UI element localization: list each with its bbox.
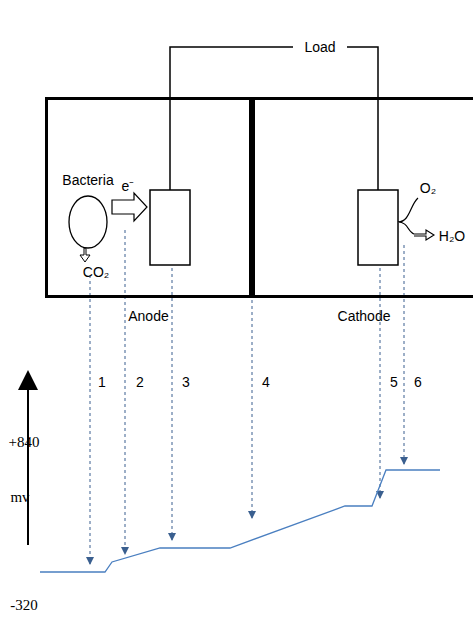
- axis-value: -320: [10, 597, 38, 613]
- electron-arrow: [112, 193, 147, 221]
- load-label: Load: [301, 39, 338, 55]
- axis-value: +840: [9, 434, 40, 450]
- cathode-electrode: [358, 190, 398, 265]
- callout-number: 6: [414, 374, 422, 390]
- load-wire: [170, 47, 378, 190]
- chemical-label: O₂: [420, 180, 436, 196]
- electron-label: e⁻: [122, 178, 135, 194]
- chemical-label: CO₂: [83, 264, 109, 280]
- bacteria-outline: [58, 192, 118, 250]
- pointer-lines: [90, 230, 404, 564]
- axis-unit: mv: [10, 489, 29, 505]
- oxygen-curve: [398, 198, 418, 222]
- chemical-label: H₂O: [439, 228, 465, 244]
- chamber-label: Cathode: [255, 308, 473, 324]
- water-arrow: [398, 222, 434, 240]
- cell-chamber: AnodeBacteria: [45, 97, 252, 298]
- potential-line: [40, 470, 440, 572]
- callout-number: 2: [136, 374, 144, 390]
- anode-electrode: [150, 190, 190, 265]
- chamber-label: Anode: [48, 308, 249, 324]
- callout-number: 5: [390, 374, 398, 390]
- cell-label: Bacteria: [56, 172, 120, 188]
- cell-chamber: Cathode: [252, 97, 473, 298]
- bacteria-cell: Bacteria: [56, 172, 120, 250]
- callout-number: 3: [182, 374, 190, 390]
- co2-arrow: [80, 248, 90, 262]
- axis-arrow: [27, 372, 29, 545]
- callout-number: 4: [262, 374, 270, 390]
- callout-number: 1: [98, 374, 106, 390]
